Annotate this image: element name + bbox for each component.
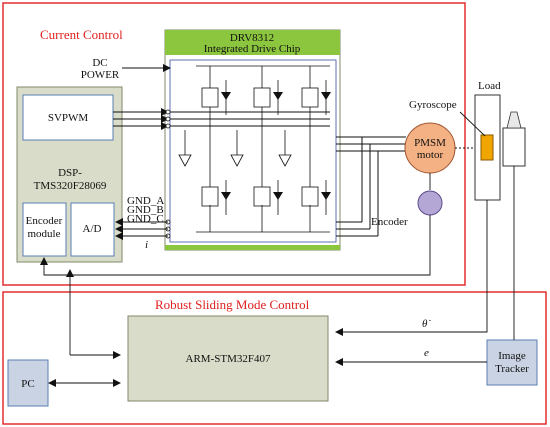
gyroscope-sensor[interactable] <box>480 134 494 161</box>
drv-footer-bar <box>165 245 340 250</box>
robust-control-title: Robust Sliding Mode Control <box>155 297 310 312</box>
load-label: Load <box>478 80 501 92</box>
camera-body <box>502 127 526 167</box>
pc-label: PC <box>21 378 34 390</box>
current-control-title: Current Control <box>40 27 123 42</box>
encoder-sensor[interactable] <box>417 190 443 216</box>
gnd-c-label: GND_C <box>127 213 164 225</box>
dc-power-line1: DC <box>92 57 107 69</box>
inverter-symbols <box>221 92 331 200</box>
encoder-feedback-line <box>40 215 431 276</box>
gate-driver-triangles <box>178 154 292 167</box>
inverter-circuit <box>184 65 330 233</box>
pwm-signal-lines <box>113 108 330 130</box>
svpwm-block[interactable] <box>22 94 114 141</box>
image-tracker-line1: Image <box>498 350 526 362</box>
pc-arm-arrow-back <box>48 379 56 387</box>
gyro-feedback-line <box>335 200 488 336</box>
encoder-module-line1: Encoder <box>26 215 63 227</box>
arm-label: ARM-STM32F407 <box>186 353 271 365</box>
gnd-b-label: GND_B <box>127 204 164 216</box>
drv-chip-block <box>164 29 341 251</box>
dsp-label-line2: TMS320F28069 <box>34 180 107 192</box>
image-tracker-block[interactable] <box>486 339 538 386</box>
pc-block[interactable] <box>7 359 49 407</box>
encoder-module-block[interactable] <box>22 202 67 257</box>
theta-dot-symbol: θ̇ <box>422 318 431 330</box>
encoder-label: Encoder <box>371 216 408 228</box>
drv-title: DRV8312 <box>230 32 274 44</box>
ad-block[interactable] <box>70 202 115 257</box>
svpwm-label: SVPWM <box>48 112 89 124</box>
gnd-a-label: GND_A <box>127 195 164 207</box>
image-tracker-line2: Tracker <box>495 363 529 375</box>
drv-subtitle: Integrated Drive Chip <box>204 43 301 55</box>
pmsm-label-line1: PMSM <box>414 137 446 149</box>
gyroscope-pointer <box>459 111 486 137</box>
pmsm-label-line2: motor <box>417 149 444 161</box>
ad-label: A/D <box>83 223 102 235</box>
error-symbol: e <box>424 347 429 359</box>
camera-lens <box>506 111 522 129</box>
dsp-label-line1: DSP- <box>58 167 82 179</box>
gyroscope-label: Gyroscope <box>409 99 457 111</box>
dc-power-line2: POWER <box>81 69 120 81</box>
current-control-frame <box>2 2 466 286</box>
drv-header-bar <box>165 30 340 55</box>
encoder-module-line2: module <box>28 228 61 240</box>
current-sense-lines <box>115 218 168 240</box>
current-symbol: i <box>145 239 148 251</box>
robust-control-frame <box>2 291 547 425</box>
arm-block[interactable] <box>127 315 329 402</box>
phase-wires <box>336 136 406 237</box>
